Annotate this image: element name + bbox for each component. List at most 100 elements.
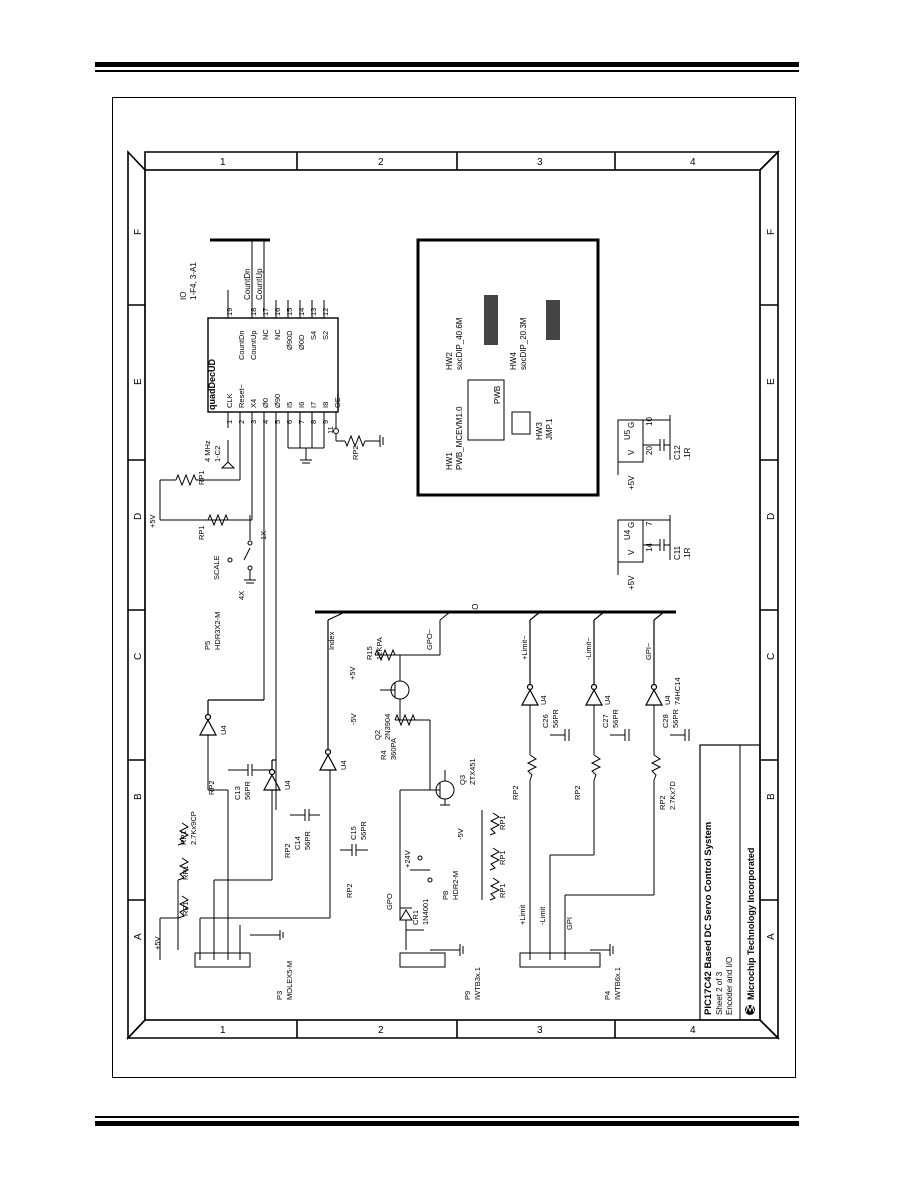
c11-value: .1R bbox=[683, 547, 692, 560]
gpi-net: GPI bbox=[565, 917, 574, 930]
decoder-pin-2-label: Reset~ bbox=[237, 383, 246, 408]
decoder-pin-18-num: 18 bbox=[249, 308, 258, 316]
border-col-1-bottom: 1 bbox=[220, 1025, 226, 1036]
rp1-a: RP1 bbox=[181, 901, 190, 916]
border-row-c-left: C bbox=[133, 653, 144, 660]
decoder-pin-11-num: 11 bbox=[326, 426, 335, 434]
pwb-label: PWB bbox=[493, 386, 502, 404]
decoder-pin-15-label: Ø90D bbox=[285, 330, 294, 350]
c12-value: .1R bbox=[683, 447, 692, 460]
limit-gpi-labels: -5V RP1 RP1 RP1 +Limit -Limit GPI RP2 RP… bbox=[456, 709, 680, 1000]
scale-1x: 1X bbox=[259, 531, 268, 540]
title-block-company: Microchip Technology Incorporated bbox=[746, 848, 756, 1000]
decoder-pin-3-label: X4 bbox=[249, 399, 258, 408]
rp1-scale-label: RP1 bbox=[197, 525, 206, 540]
border-col-3-bottom: 3 bbox=[537, 1025, 543, 1036]
schematic-frame bbox=[112, 97, 796, 1078]
decoder-pin-17-num: 17 bbox=[261, 308, 270, 316]
c12-label: C12 bbox=[673, 445, 682, 460]
q2-label: Q2 bbox=[373, 730, 382, 740]
decoder-pin-15-num: 15 bbox=[285, 308, 294, 316]
border-row-d-left: D bbox=[133, 513, 144, 520]
cr1-type: 1N4001 bbox=[421, 899, 430, 925]
rp1-d: RP1 bbox=[498, 815, 507, 830]
u5-power-label: U5 bbox=[623, 429, 632, 440]
plus5v-r15: +5V bbox=[348, 666, 357, 680]
c13-label: C13 bbox=[233, 786, 242, 800]
c11-label: C11 bbox=[673, 545, 682, 560]
plus24v-p8: +24V bbox=[403, 850, 412, 868]
border-row-b-right: B bbox=[766, 793, 777, 800]
r4-value: 360PA bbox=[389, 738, 398, 760]
c15-value: 56PR bbox=[359, 821, 368, 840]
countdn-net: CountDn bbox=[243, 268, 252, 300]
q3-type: ZTX451 bbox=[468, 758, 477, 785]
decoder-pin-13-num: 13 bbox=[309, 308, 318, 316]
minus-limit-net: -Limit bbox=[538, 906, 547, 925]
decoder-pin-11-label: OE~ bbox=[333, 392, 342, 408]
hardware-box: HW2 socDIP_40.6M HW4 socDIP_20.3M HW1 PW… bbox=[416, 238, 600, 497]
title-block-title: PIC17C42 Based DC Servo Control System bbox=[703, 822, 714, 1015]
rp1-e: RP1 bbox=[498, 850, 507, 865]
u4-v: V bbox=[627, 549, 636, 555]
border-col-2-top: 2 bbox=[378, 157, 384, 168]
p5-type: HDR3X2-M bbox=[213, 612, 222, 650]
minus5v-q2: -5V bbox=[349, 713, 358, 725]
gpo-driver bbox=[374, 611, 464, 968]
title-block-subtitle: Encoder and I/O bbox=[725, 957, 734, 1015]
scale-label: SCALE bbox=[212, 555, 221, 580]
c28-value: 56PR bbox=[671, 709, 680, 728]
c27-label: C27 bbox=[601, 714, 610, 728]
rp1-value: 2.7Kx9CP bbox=[189, 811, 198, 845]
c28-label: C28 bbox=[661, 714, 670, 728]
u4-labels: U4 U4 U4 U4 U4 U4 74HC14 Index +Limit~ -… bbox=[219, 631, 682, 790]
decoder-pin-1-label: CLK bbox=[225, 393, 234, 408]
border-row-a-right: A bbox=[766, 933, 777, 940]
decoder-pin-17-label: NC bbox=[261, 329, 270, 340]
border-col-2-bottom: 2 bbox=[378, 1025, 384, 1036]
decoder-pin-4-label: Ø0 bbox=[261, 398, 270, 408]
border-col-1-top: 1 bbox=[220, 157, 226, 168]
decoder-pin-14-num: 14 bbox=[297, 308, 306, 316]
rp1-clock-label: RP1 bbox=[197, 470, 206, 485]
plus5v-p3: +5V bbox=[153, 936, 162, 950]
rp2-d: RP2 bbox=[511, 785, 520, 800]
scale-4x: 4X bbox=[237, 591, 246, 600]
rp2-c: RP2 bbox=[345, 883, 354, 898]
c26-value: 56PR bbox=[551, 709, 560, 728]
p9-type: IWTB3x.1 bbox=[473, 967, 482, 1000]
power-decoupling bbox=[617, 415, 671, 575]
decoder-name: quadDecUD bbox=[207, 358, 217, 410]
u4-power-label: U4 bbox=[623, 529, 632, 540]
decoder-pin-14-label: Ø0D bbox=[297, 334, 306, 350]
border-column-labels: 1 2 3 4 1 2 3 4 bbox=[220, 157, 696, 1036]
hw2-label: HW2 bbox=[445, 352, 454, 370]
u4-d-label: U4 bbox=[539, 695, 548, 705]
io-bus-lower-label: IO bbox=[471, 604, 480, 612]
border-col-4-top: 4 bbox=[690, 157, 696, 168]
minus-limit-bar-net: -Limit~ bbox=[584, 637, 593, 660]
decoder-pin-1-num: 1 bbox=[225, 420, 234, 424]
decoder-pin-12-label: S2 bbox=[321, 331, 330, 340]
hw3-desc: JMP.1 bbox=[545, 418, 554, 440]
gpi-bar-net: GPI~ bbox=[644, 642, 653, 660]
border-row-b-left: B bbox=[133, 793, 144, 800]
io-bus-ref: 1-F4, 3-A1 bbox=[189, 262, 198, 300]
border-row-labels: A B C D E F A B C D E F bbox=[133, 229, 777, 940]
index-net: Index bbox=[327, 631, 336, 650]
plus5v-top: +5V bbox=[148, 514, 157, 528]
u4-f-label: U4 bbox=[663, 695, 672, 705]
footer-rule-thick bbox=[95, 1121, 799, 1126]
hw3-label: HW3 bbox=[535, 422, 544, 440]
io-bus bbox=[210, 238, 676, 614]
rp1-c: RP1 bbox=[179, 830, 188, 845]
power-decoupling-labels: U4 V G 14 7 C11 .1R +5V U5 V G 20 10 C12… bbox=[623, 417, 692, 590]
gpo-net: GPO~ bbox=[425, 628, 434, 650]
u4-g: G bbox=[627, 522, 636, 528]
decoder-pin-19-num: 19 bbox=[225, 308, 234, 316]
p4-type: IWTB6x.1 bbox=[613, 967, 622, 1000]
hw1-desc: PWB_MCEVM1.0 bbox=[455, 406, 464, 470]
rp1-f: RP1 bbox=[498, 883, 507, 898]
rp2-b: RP2 bbox=[283, 843, 292, 858]
